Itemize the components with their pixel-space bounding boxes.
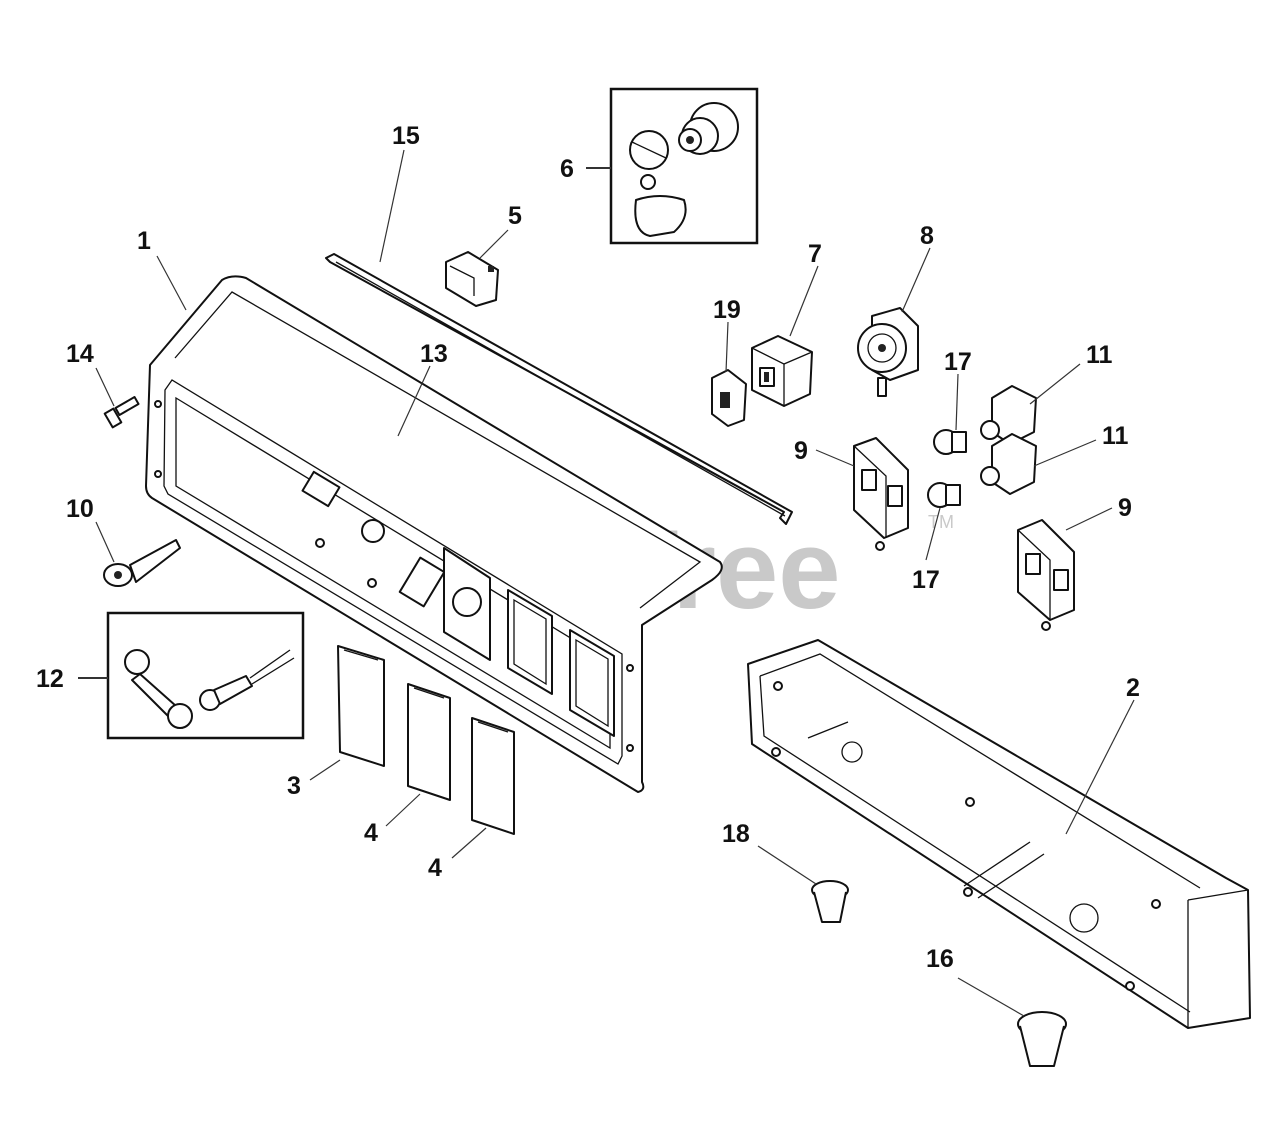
callout-labels: 1 15 5 6 7 8 19 13 14 10 12 9 17 17 11 1… xyxy=(36,122,1140,973)
callout-12: 12 xyxy=(36,665,64,693)
part-18-grommet[interactable] xyxy=(811,880,849,923)
callout-11-upper: 11 xyxy=(1086,341,1113,369)
part-5-switch[interactable] xyxy=(445,251,499,307)
callout-4-a: 4 xyxy=(364,819,378,847)
callout-19: 19 xyxy=(713,296,741,324)
part-16-grommet[interactable] xyxy=(1017,1011,1067,1067)
part-1-control-panel[interactable] xyxy=(145,275,723,793)
part-15-bracket-rod[interactable] xyxy=(325,253,793,525)
callout-7: 7 xyxy=(808,240,822,268)
part-4-outlet-cover-b[interactable] xyxy=(471,717,515,835)
callout-13: 13 xyxy=(420,340,448,368)
callout-9-right: 9 xyxy=(1118,494,1132,522)
callout-10: 10 xyxy=(66,495,94,523)
callout-1: 1 xyxy=(137,227,151,255)
callout-8: 8 xyxy=(920,222,934,250)
callout-16: 16 xyxy=(926,945,954,973)
part-2-lower-housing[interactable] xyxy=(747,639,1251,1029)
callout-18: 18 xyxy=(722,820,750,848)
callout-4-b: 4 xyxy=(428,854,442,882)
callout-14: 14 xyxy=(66,340,94,368)
callout-15: 15 xyxy=(392,122,420,150)
part-10-outlet-plug[interactable] xyxy=(103,539,181,587)
callout-17-upper: 17 xyxy=(944,348,972,376)
callout-2: 2 xyxy=(1126,674,1140,702)
part-3-outlet-cover[interactable] xyxy=(337,645,385,767)
watermark-trademark: TM xyxy=(928,512,954,532)
part-9-receptacle-left[interactable] xyxy=(853,437,909,551)
leader-lines xyxy=(78,149,1135,1017)
part-7-breaker[interactable] xyxy=(751,335,813,407)
callout-17-lower: 17 xyxy=(912,566,940,594)
callout-11-lower: 11 xyxy=(1102,422,1129,450)
callout-9-left: 9 xyxy=(794,437,808,465)
callout-3: 3 xyxy=(287,772,301,800)
part-9-receptacle-right[interactable] xyxy=(1017,519,1075,631)
part-12-inset-box[interactable] xyxy=(106,611,305,740)
callout-5: 5 xyxy=(508,202,522,230)
part-19-rocker-switch[interactable] xyxy=(711,369,747,427)
part-14-screw[interactable] xyxy=(103,396,140,429)
part-11-breaker-upper[interactable] xyxy=(980,385,1037,445)
part-11-breaker-lower[interactable] xyxy=(980,433,1037,495)
callout-6: 6 xyxy=(560,155,574,183)
part-8-twist-lock-receptacle[interactable] xyxy=(857,307,919,397)
part-17-button-upper[interactable] xyxy=(933,429,967,455)
part-4-outlet-cover-a[interactable] xyxy=(407,683,451,801)
part-6-inset-box[interactable] xyxy=(609,87,759,245)
part-17-button-lower[interactable] xyxy=(927,482,961,508)
